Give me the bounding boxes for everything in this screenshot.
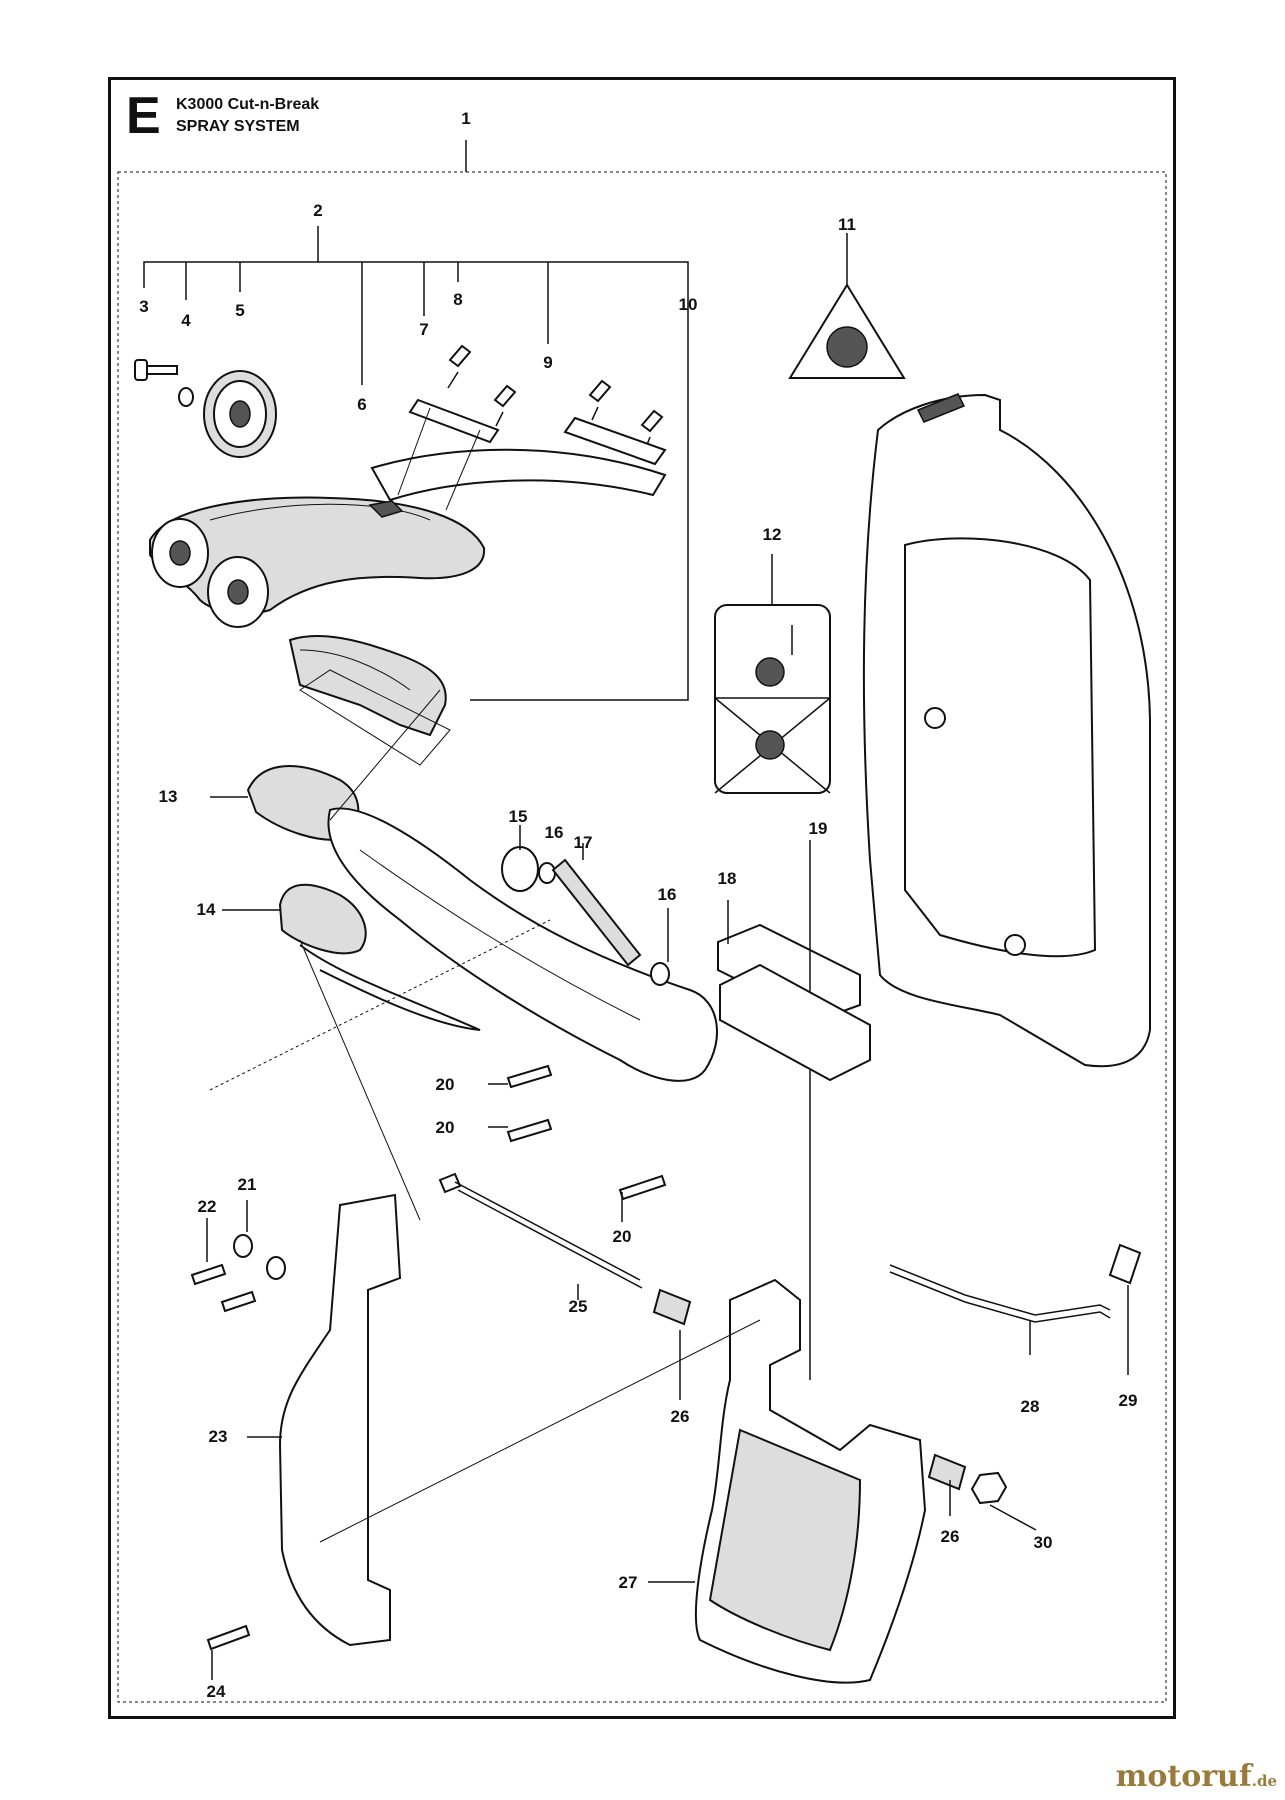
callout-30: 30 (1034, 1533, 1053, 1552)
callout-9: 9 (543, 353, 552, 372)
callout-7: 7 (419, 320, 428, 339)
mount-bracket-23 (247, 1193, 402, 1647)
rod-28 (889, 1264, 1111, 1355)
screws-22 (190, 1218, 257, 1313)
callout-13: 13 (159, 787, 178, 806)
callout-28: 28 (1021, 1397, 1040, 1416)
spacer-26a (652, 1288, 692, 1400)
callout-23: 23 (209, 1427, 228, 1446)
callout-25: 25 (569, 1297, 588, 1316)
callout-20: 20 (436, 1118, 455, 1137)
washer-4 (178, 387, 194, 407)
callout-27: 27 (619, 1573, 638, 1592)
callout-4: 4 (181, 311, 191, 330)
callout-16: 16 (658, 885, 677, 904)
cover-plate-9 (370, 448, 667, 502)
callout-14: 14 (197, 900, 216, 919)
handle-27 (648, 1278, 927, 1684)
callout-24: 24 (207, 1682, 226, 1701)
warning-sticker-11 (788, 233, 906, 379)
callout-20: 20 (436, 1075, 455, 1094)
bolt-25 (438, 1172, 643, 1300)
bracket-18 (717, 900, 861, 1022)
plate-7a (408, 398, 500, 444)
section-title: SPRAY SYSTEM (176, 118, 300, 135)
section-letter: E (126, 87, 161, 145)
hose-bracket-14 (222, 883, 481, 1031)
model-name: K3000 Cut-n-Break (176, 96, 320, 113)
guard-part-10 (288, 290, 689, 737)
callout-22: 22 (198, 1197, 217, 1216)
direction-sticker-12 (714, 554, 831, 794)
washers-21 (233, 1200, 286, 1280)
callout-18: 18 (718, 869, 737, 888)
group-bracket-2 (143, 226, 689, 385)
o-ring-16b (650, 962, 670, 986)
callout-26: 26 (671, 1407, 690, 1426)
wheel-5 (203, 370, 277, 458)
watermark-logo: motoruf.de (1116, 1759, 1277, 1794)
callout-labels: 1234567891011121314151617161819202020212… (139, 109, 1137, 1701)
plate-7b (563, 416, 667, 466)
callout-5: 5 (235, 301, 244, 320)
callout-20: 20 (613, 1227, 632, 1246)
callout-26: 26 (941, 1527, 960, 1546)
callout-10: 10 (679, 295, 698, 314)
wheel-carrier-6 (149, 496, 486, 628)
screw-3 (134, 359, 178, 381)
callout-6: 6 (357, 395, 366, 414)
callout-1: 1 (461, 109, 470, 128)
cap-29 (1108, 1243, 1142, 1375)
callout-3: 3 (139, 297, 148, 316)
title-block: K3000 Cut-n-Break SPRAY SYSTEM (176, 94, 319, 138)
callout-29: 29 (1119, 1391, 1138, 1410)
callout-19: 19 (809, 819, 828, 838)
screw-24 (206, 1624, 251, 1680)
o-ring-16a (538, 862, 556, 884)
guard-arm (327, 807, 718, 1082)
callout-16: 16 (545, 823, 564, 842)
guard-outline-10 (299, 669, 451, 766)
tube-17 (551, 843, 642, 967)
blade-guard-housing (862, 393, 1151, 1068)
callout-17: 17 (574, 833, 593, 852)
callout-8: 8 (453, 290, 462, 309)
assembly-boundary (117, 171, 1167, 1703)
callout-2: 2 (313, 201, 322, 220)
valve-19 (719, 840, 871, 1380)
parts-diagram-frame (108, 77, 1176, 1719)
callout-12: 12 (763, 525, 782, 544)
watermark-suffix: .de (1251, 1772, 1277, 1790)
callout-21: 21 (238, 1175, 257, 1194)
clip-15 (501, 846, 539, 892)
callout-11: 11 (838, 215, 856, 234)
screws-8 (447, 344, 664, 451)
screws-20 (488, 1064, 667, 1222)
nut-30 (970, 1471, 1037, 1531)
callout-15: 15 (509, 807, 528, 826)
watermark-brand: motoruf (1115, 1759, 1252, 1794)
spacer-26b (927, 1453, 967, 1516)
